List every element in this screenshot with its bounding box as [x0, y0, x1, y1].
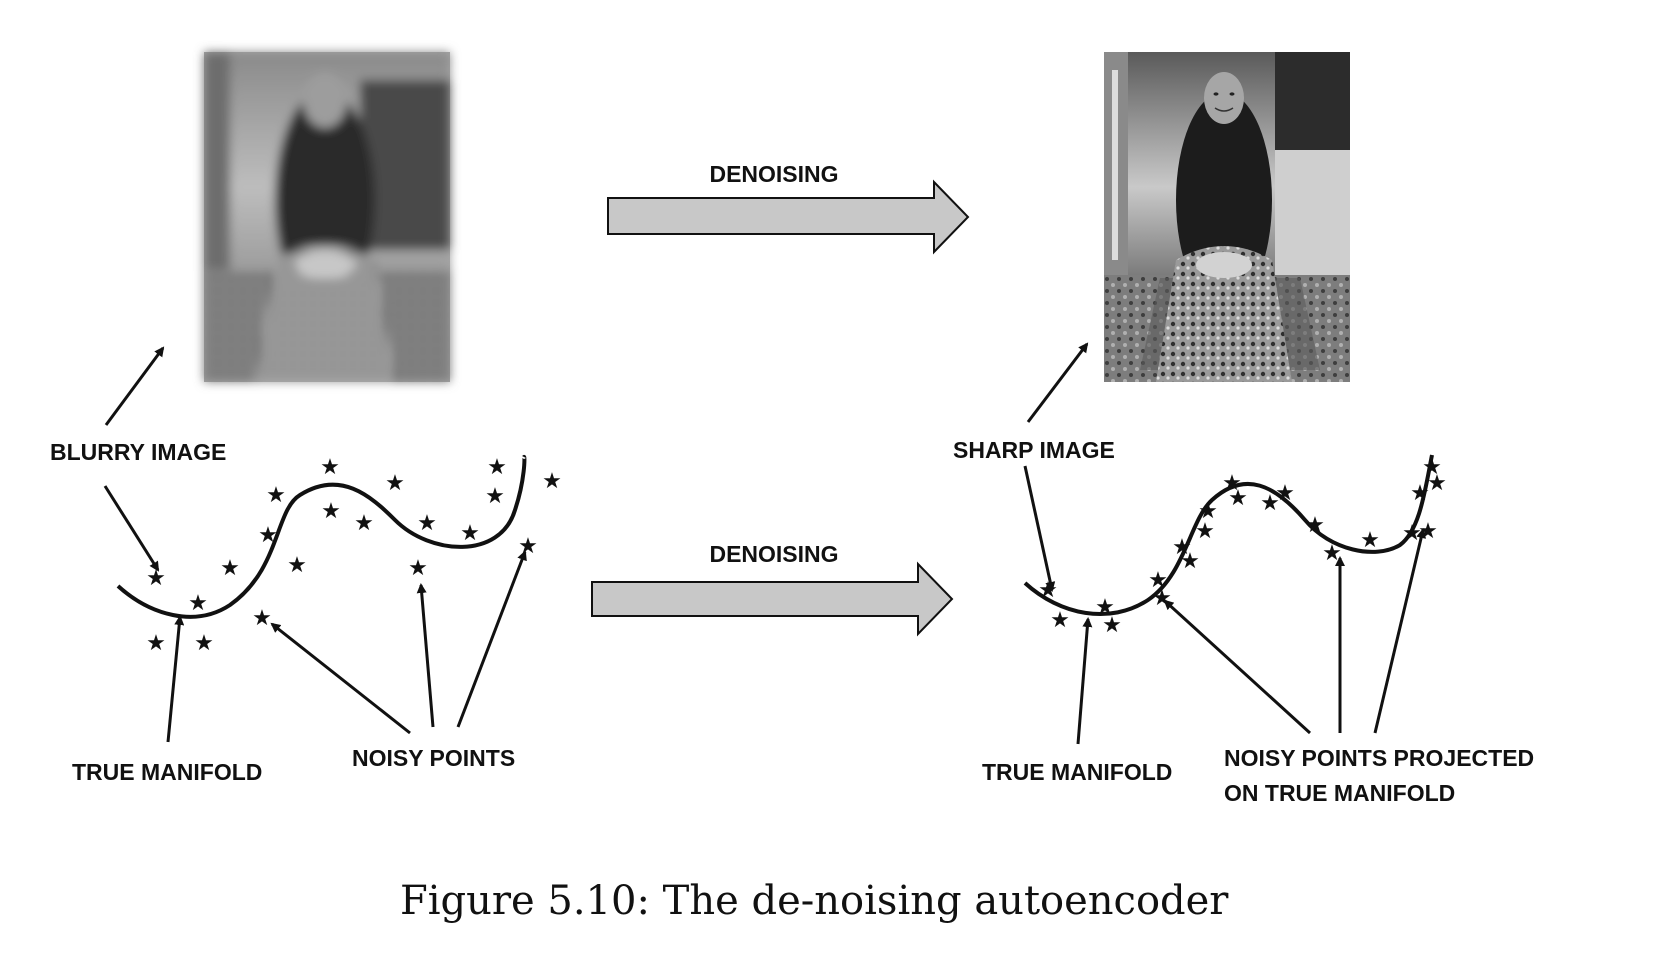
right-projected-star: ★ [1148, 568, 1168, 593]
right-manifold-label: TRUE MANIFOLD [982, 759, 1172, 785]
left-noisy-star: ★ [220, 556, 240, 581]
projected-pointer-3 [1373, 528, 1427, 734]
right-projected-star: ★ [1228, 486, 1248, 511]
blurry-photo [204, 52, 450, 382]
blurry-image-pointer [104, 346, 165, 426]
left-true-manifold-curve [116, 454, 527, 619]
projected-points-label-line2: ON TRUE MANIFOLD [1224, 780, 1455, 806]
blurry-points-pointer [103, 485, 160, 572]
right-projected-star: ★ [1195, 519, 1215, 544]
left-noisy-points: ★★★★★★★★★★★★★★★★★★★★ [146, 455, 562, 656]
right-pointer-arrows [1023, 342, 1427, 745]
right-projected-star: ★ [1172, 535, 1192, 560]
noisy-points-pointer-3 [456, 550, 527, 728]
bottom-denoising-arrow [591, 561, 954, 637]
noisy-points-pointer-2 [416, 583, 435, 728]
left-noisy-star: ★ [485, 484, 505, 509]
left-noisy-star: ★ [417, 511, 437, 536]
right-manifold-pointer [1076, 617, 1093, 745]
right-projected-star: ★ [1275, 481, 1295, 506]
left-noisy-star: ★ [146, 631, 166, 656]
right-projected-star: ★ [1410, 481, 1430, 506]
left-noisy-star: ★ [354, 511, 374, 536]
right-true-manifold-curve [1023, 454, 1434, 616]
left-noisy-star: ★ [542, 469, 562, 494]
bottom-arrow-label: DENOISING [709, 541, 838, 567]
left-noisy-star: ★ [252, 606, 272, 631]
blurry-image-label: BLURRY IMAGE [50, 439, 226, 465]
top-denoising-arrow [607, 179, 970, 255]
projected-points-label-line1: NOISY POINTS PROJECTED [1224, 745, 1534, 771]
right-projected-star: ★ [1050, 608, 1070, 633]
left-noisy-star: ★ [518, 534, 538, 559]
sharp-image-label: SHARP IMAGE [953, 437, 1115, 463]
right-projected-star: ★ [1222, 471, 1242, 496]
left-noisy-star: ★ [146, 566, 166, 591]
right-projected-star: ★ [1152, 586, 1172, 611]
right-projected-star: ★ [1095, 595, 1115, 620]
right-projected-star: ★ [1198, 499, 1218, 524]
left-noisy-star: ★ [258, 523, 278, 548]
right-projected-star: ★ [1038, 578, 1058, 603]
left-noisy-star: ★ [408, 556, 428, 581]
right-projected-star: ★ [1360, 528, 1380, 553]
top-arrow-label: DENOISING [709, 161, 838, 187]
left-noisy-star: ★ [194, 631, 214, 656]
right-projected-star: ★ [1260, 491, 1280, 516]
sharp-photo [1104, 52, 1350, 382]
left-noisy-star: ★ [487, 455, 507, 480]
left-manifold-pointer [166, 615, 185, 743]
sharp-image-pointer [1026, 342, 1089, 423]
projected-pointer-1 [1163, 599, 1312, 735]
right-projected-star: ★ [1402, 521, 1422, 546]
right-projected-star: ★ [1180, 549, 1200, 574]
left-noisy-star: ★ [385, 471, 405, 496]
noisy-points-label: NOISY POINTS [352, 745, 515, 771]
right-projected-star: ★ [1102, 613, 1122, 638]
left-noisy-star: ★ [188, 591, 208, 616]
right-projected-star: ★ [1427, 471, 1447, 496]
left-manifold-label: TRUE MANIFOLD [72, 759, 262, 785]
figure-caption: Figure 5.10: The de-noising autoencoder [400, 878, 1229, 924]
left-noisy-star: ★ [460, 521, 480, 546]
right-projected-star: ★ [1305, 513, 1325, 538]
left-noisy-star: ★ [320, 455, 340, 480]
left-noisy-star: ★ [321, 499, 341, 524]
left-noisy-star: ★ [266, 483, 286, 508]
left-noisy-star: ★ [287, 553, 307, 578]
left-pointer-arrows [103, 346, 527, 743]
noisy-points-pointer-1 [270, 622, 411, 735]
right-projected-star: ★ [1422, 455, 1442, 480]
sharp-points-pointer [1023, 465, 1056, 592]
right-projected-points: ★★★★★★★★★★★★★★★★★★★★★★ [1038, 455, 1447, 638]
